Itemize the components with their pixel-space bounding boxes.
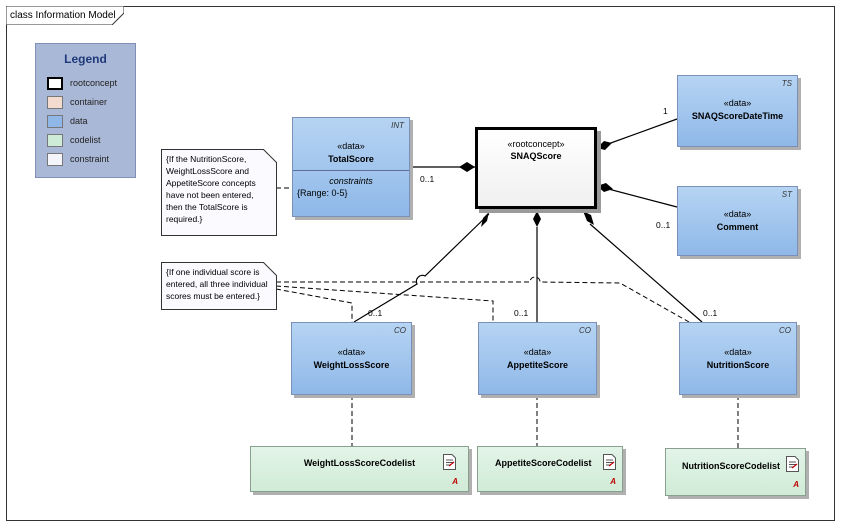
type-tag: INT xyxy=(391,121,404,130)
legend-label: container xyxy=(70,97,108,107)
document-icon xyxy=(443,454,456,470)
legend-swatch-container xyxy=(47,96,63,109)
note-line: entered, all three individual xyxy=(166,279,268,289)
legend-swatch-rootconcept xyxy=(47,77,63,90)
note-fold-icon xyxy=(263,262,277,276)
class-name: Comment xyxy=(716,222,759,232)
class-snaqscore[interactable]: «rootconcept» SNAQScore xyxy=(475,127,597,209)
stereotype-label: «data» xyxy=(723,209,752,219)
diagram-frame xyxy=(6,6,835,521)
note-line: have not been entered, xyxy=(166,190,254,200)
codelist-name: AppetiteScoreCodelist xyxy=(495,458,592,468)
note-line: scores must be entered.} xyxy=(166,291,261,301)
constraint-note-all-scores[interactable]: {If one individual score is entered, all… xyxy=(161,262,277,310)
note-fold-icon xyxy=(263,149,277,163)
class-weightlossscore[interactable]: CO «data» WeightLossScore xyxy=(291,322,412,395)
class-name: SNAQScore xyxy=(510,151,562,161)
multiplicity-totalscore: 0..1 xyxy=(420,174,435,184)
legend-label: constraint xyxy=(70,154,110,164)
multiplicity-weightloss: 0..1 xyxy=(368,308,383,318)
multiplicity-appetite: 0..1 xyxy=(514,308,529,318)
compartment-title: constraints xyxy=(329,176,373,186)
codelist-name: WeightLossScoreCodelist xyxy=(303,458,416,468)
note-line: AppetiteScore concepts xyxy=(166,178,256,188)
stereotype-label: «data» xyxy=(337,347,366,357)
class-name: AppetiteScore xyxy=(506,360,568,370)
constraint-note-totalscore[interactable]: {If the NutritionScore, WeightLossScore … xyxy=(161,149,277,236)
legend-label: codelist xyxy=(70,135,101,145)
legend-swatch-constraint xyxy=(47,153,63,166)
type-tag: CO xyxy=(779,326,791,335)
legend: Legend rootconcept container data codeli… xyxy=(35,43,136,178)
codelist-appetitescore[interactable]: AppetiteScoreCodelist A xyxy=(477,446,623,492)
codelist-marker: A xyxy=(793,480,799,489)
constraint-text: {Range: 0-5} xyxy=(297,188,348,198)
stereotype-label: «data» xyxy=(523,347,552,357)
compartment-divider xyxy=(293,170,409,171)
class-name: WeightLossScore xyxy=(313,360,390,370)
stereotype-label: «data» xyxy=(337,141,365,151)
note-line: required.} xyxy=(166,214,203,224)
diagram-frame-tab xyxy=(6,6,124,25)
class-totalscore[interactable]: INT «data» TotalScore constraints {Range… xyxy=(292,117,410,217)
class-name: SNAQScoreDateTime xyxy=(691,111,784,121)
codelist-marker: A xyxy=(452,477,458,486)
legend-swatch-data xyxy=(47,115,63,128)
codelist-nutritionscore[interactable]: NutritionScoreCodelist A xyxy=(665,448,806,496)
type-tag: CO xyxy=(394,326,406,335)
class-name: NutritionScore xyxy=(706,360,770,370)
codelist-marker: A xyxy=(610,477,616,486)
codelist-name: NutritionScoreCodelist xyxy=(682,461,781,471)
note-line: then the TotalScore is xyxy=(166,202,248,212)
type-tag: CO xyxy=(579,326,591,335)
class-name: TotalScore xyxy=(328,154,374,164)
class-snaqscoredatetime[interactable]: TS «data» SNAQScoreDateTime xyxy=(677,75,798,147)
document-icon xyxy=(786,456,799,472)
type-tag: ST xyxy=(781,190,792,199)
note-line: {If one individual score is xyxy=(166,267,260,277)
legend-label: rootconcept xyxy=(70,78,118,88)
note-line: WeightLossScore and xyxy=(166,166,250,176)
diagram-title: class Information Model xyxy=(10,10,116,21)
stereotype-label: «rootconcept» xyxy=(507,139,565,149)
type-tag: TS xyxy=(781,79,792,88)
legend-label: data xyxy=(70,116,88,126)
stereotype-label: «data» xyxy=(723,98,752,108)
note-line: {If the NutritionScore, xyxy=(166,154,247,164)
multiplicity-comment: 0..1 xyxy=(656,220,671,230)
codelist-weightlossscore[interactable]: WeightLossScoreCodelist A xyxy=(250,446,469,492)
legend-swatch-codelist xyxy=(47,134,63,147)
legend-title: Legend xyxy=(64,52,107,66)
multiplicity-nutrition: 0..1 xyxy=(703,308,718,318)
class-appetitescore[interactable]: CO «data» AppetiteScore xyxy=(478,322,597,395)
multiplicity-datetime: 1 xyxy=(663,106,668,116)
stereotype-label: «data» xyxy=(724,347,752,357)
class-comment[interactable]: ST «data» Comment xyxy=(677,186,798,256)
class-nutritionscore[interactable]: CO «data» NutritionScore xyxy=(679,322,797,395)
document-icon xyxy=(603,454,616,470)
